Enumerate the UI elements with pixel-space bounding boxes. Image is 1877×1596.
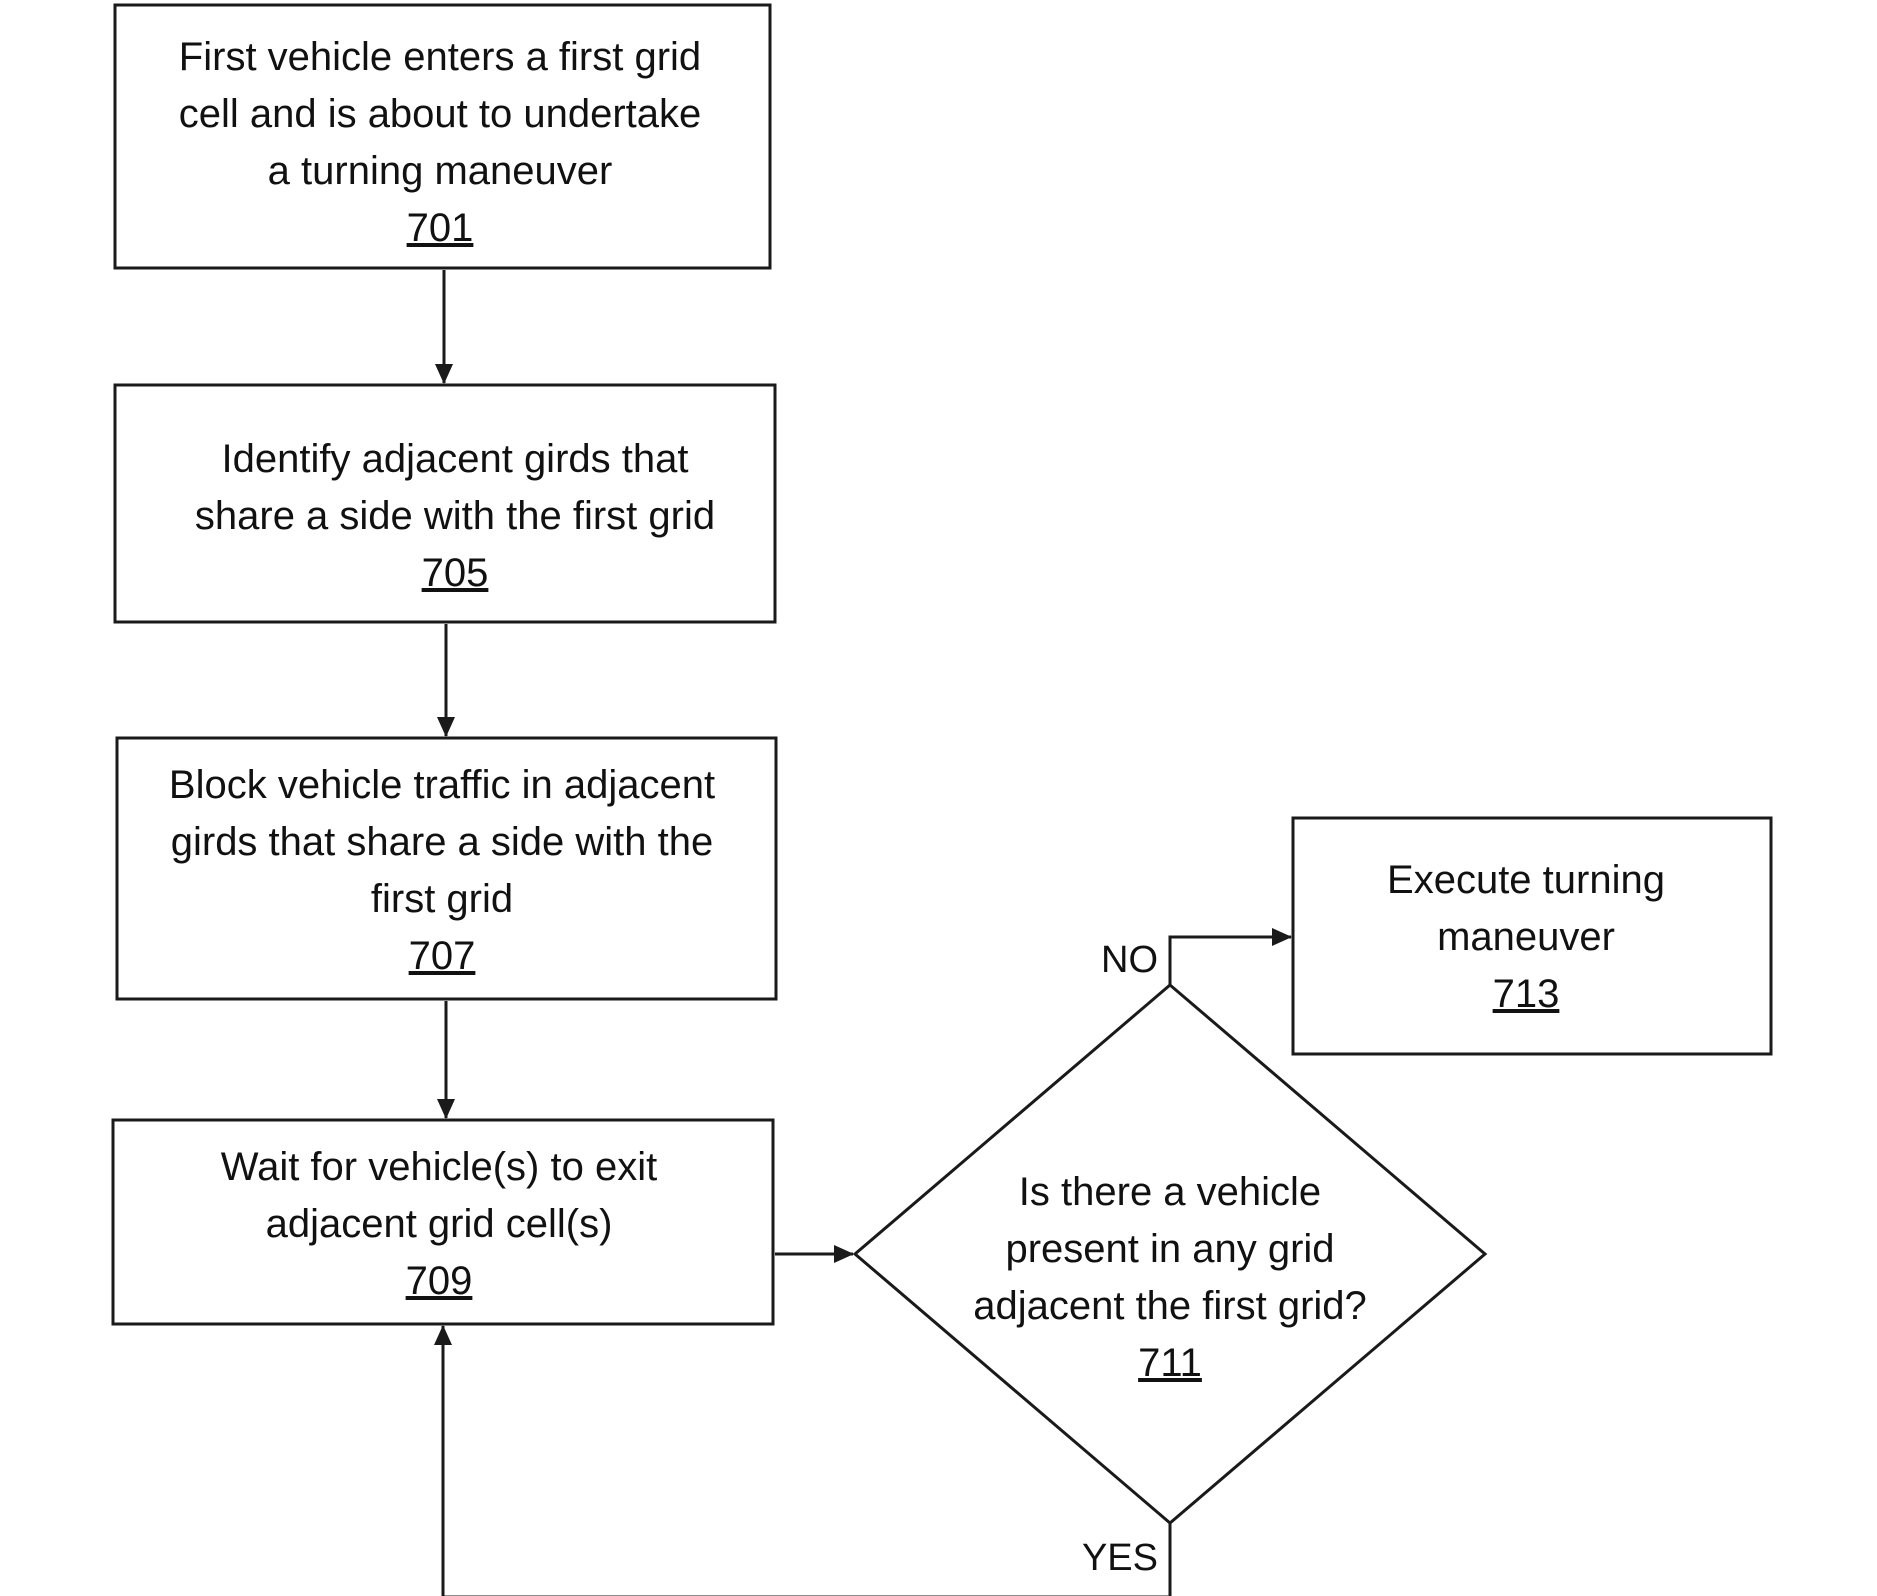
box-709-line-2: adjacent grid cell(s) — [266, 1202, 613, 1246]
diamond-711-line-1: Is there a vehicle — [1019, 1170, 1321, 1214]
box-709-ref: 709 — [406, 1259, 473, 1303]
box-701-ref: 701 — [407, 206, 474, 250]
box-705-line-2: share a side with the first grid — [195, 494, 715, 538]
branch-label-yes: YES — [1082, 1537, 1158, 1579]
box-707-ref: 707 — [409, 934, 476, 978]
box-701-line-2: cell and is about to undertake — [179, 92, 702, 136]
process-box-707: Block vehicle traffic in adjacent girds … — [117, 738, 776, 999]
box-713-line-2: maneuver — [1437, 915, 1615, 959]
box-701-line-3: a turning maneuver — [268, 149, 613, 193]
process-box-709: Wait for vehicle(s) to exit adjacent gri… — [113, 1120, 773, 1324]
box-713-ref: 713 — [1493, 972, 1560, 1016]
branch-label-no: NO — [1101, 939, 1158, 981]
box-705-ref: 705 — [422, 551, 489, 595]
process-box-713: Execute turning maneuver 713 — [1293, 818, 1771, 1054]
arrow-711-no-to-713 — [1170, 937, 1291, 985]
process-box-701: First vehicle enters a first grid cell a… — [115, 5, 770, 268]
decision-diamond-711: Is there a vehicle present in any grid a… — [855, 985, 1485, 1523]
process-box-705: Identify adjacent girds that share a sid… — [115, 385, 775, 622]
diamond-711-ref: 711 — [1138, 1341, 1202, 1385]
box-709-line-1: Wait for vehicle(s) to exit — [221, 1145, 657, 1189]
box-707-line-1: Block vehicle traffic in adjacent — [169, 763, 715, 807]
box-713-line-1: Execute turning — [1387, 858, 1665, 902]
diamond-711-line-3: adjacent the first grid? — [973, 1284, 1367, 1328]
box-705-line-1: Identify adjacent girds that — [222, 437, 689, 481]
diamond-711-line-2: present in any grid — [1005, 1227, 1334, 1271]
box-707-line-2: girds that share a side with the — [171, 820, 714, 864]
box-701-line-1: First vehicle enters a first grid — [179, 35, 701, 79]
box-707-line-3: first grid — [371, 877, 513, 921]
